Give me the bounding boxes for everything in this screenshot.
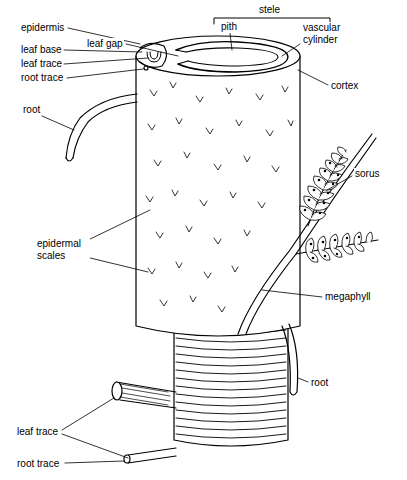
part-label: root trace: [20, 72, 64, 84]
part-label: epidermis: [20, 22, 65, 34]
part-label: leaf trace: [16, 426, 59, 438]
part-label: leaf base: [20, 44, 63, 56]
part-label: epidermal scales: [36, 238, 90, 261]
part-label: sorus: [354, 168, 380, 180]
part-label: pith: [220, 21, 238, 33]
part-label: vascular cylinder: [302, 22, 360, 45]
part-label: root: [310, 377, 329, 389]
part-label: root: [22, 104, 41, 116]
part-label: cortex: [330, 80, 359, 92]
part-label: leaf trace: [20, 58, 63, 70]
part-label: megaphyll: [324, 291, 372, 303]
part-label: root trace: [16, 458, 60, 470]
part-label: leaf gap: [86, 38, 124, 50]
bracket-label: stele: [258, 4, 281, 16]
